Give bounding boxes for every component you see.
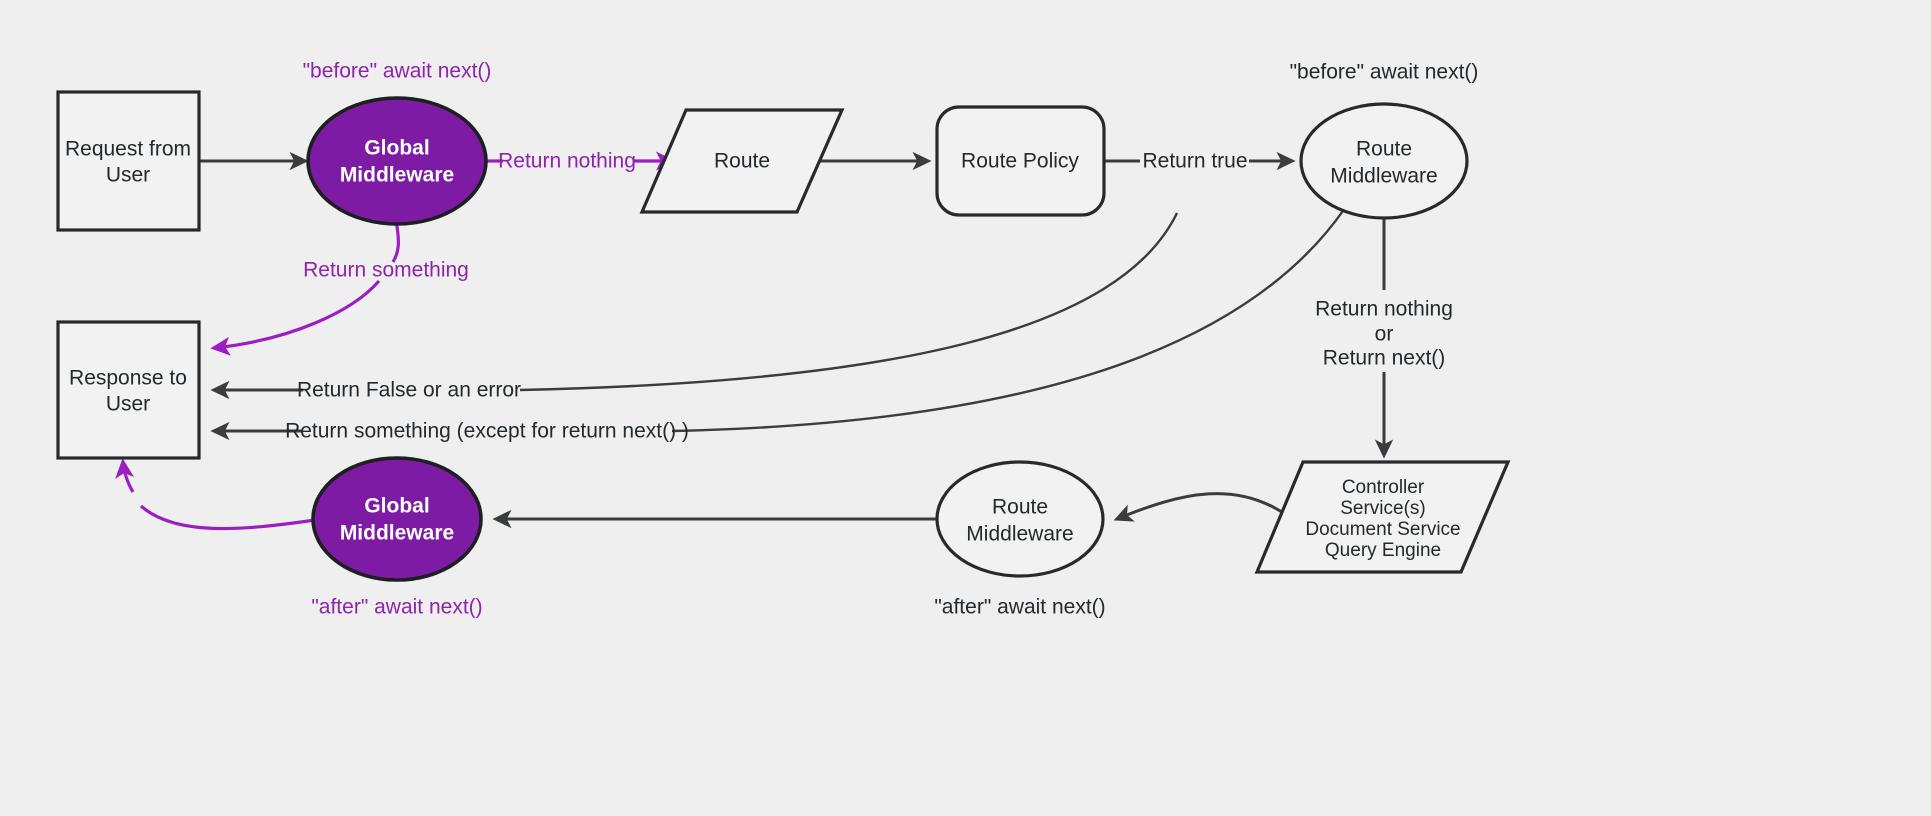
annotation-after-await-next-global: "after" await next() bbox=[311, 596, 482, 619]
node-route-middleware-bottom-line1: Route bbox=[992, 496, 1048, 519]
node-route-policy-label: Route Policy bbox=[961, 150, 1079, 173]
node-controller-services-line3: Document Service bbox=[1305, 519, 1460, 540]
node-global-middleware-bottom[interactable]: Global Middleware bbox=[311, 456, 483, 582]
node-route-middleware-top[interactable]: Route Middleware bbox=[1299, 102, 1469, 220]
node-global-middleware-top[interactable]: Global Middleware bbox=[306, 96, 488, 226]
node-request-from-user[interactable]: Request from User bbox=[56, 90, 201, 232]
node-route-label: Route bbox=[714, 150, 770, 173]
edge-label-return-nothing-line3: Return next() bbox=[1323, 347, 1446, 370]
annotation-after-await-next-route: "after" await next() bbox=[934, 596, 1105, 619]
node-controller-services-line2: Service(s) bbox=[1340, 498, 1426, 519]
edge-global-middleware-to-route: Return nothing bbox=[487, 150, 676, 173]
annotation-before-await-next-global: "before" await next() bbox=[303, 60, 492, 83]
node-route-policy[interactable]: Route Policy bbox=[935, 105, 1106, 217]
node-response-to-user-line2: User bbox=[106, 393, 150, 416]
node-response-to-user-line1: Response to bbox=[69, 367, 187, 390]
edge-route-middleware-to-response: Return something (except for return next… bbox=[210, 207, 1346, 443]
node-route[interactable]: Route bbox=[639, 108, 845, 214]
node-controller-services-line4: Query Engine bbox=[1325, 540, 1441, 561]
node-route-middleware-bottom-line2: Middleware bbox=[966, 523, 1073, 546]
edge-label-return-something-except-next: Return something (except for return next… bbox=[285, 420, 689, 443]
edge-label-return-nothing: Return nothing bbox=[498, 150, 636, 173]
node-global-middleware-bottom-line2: Middleware bbox=[340, 522, 454, 545]
edge-controller-to-route-middleware-bottom bbox=[1113, 492, 1293, 522]
node-global-middleware-bottom-line1: Global bbox=[364, 495, 429, 518]
node-response-to-user[interactable]: Response to User bbox=[56, 320, 201, 460]
edge-global-bottom-to-response bbox=[115, 458, 316, 531]
edge-label-return-nothing-line2: or bbox=[1375, 323, 1394, 346]
node-global-middleware-top-line2: Middleware bbox=[340, 164, 454, 187]
annotation-before-await-next-route: "before" await next() bbox=[1290, 61, 1479, 84]
node-global-middleware-top-line1: Global bbox=[364, 137, 429, 160]
node-route-middleware-top-line2: Middleware bbox=[1330, 165, 1437, 188]
node-request-from-user-line1: Request from bbox=[65, 138, 191, 161]
edge-route-policy-to-route-middleware: Return true bbox=[1104, 150, 1296, 173]
edge-label-return-false-or-error: Return False or an error bbox=[297, 379, 521, 402]
edge-label-return-nothing-line1: Return nothing bbox=[1315, 298, 1453, 321]
edge-route-policy-to-response: Return False or an error bbox=[210, 212, 1179, 402]
node-request-from-user-line2: User bbox=[106, 164, 150, 187]
node-route-middleware-top-line1: Route bbox=[1356, 138, 1412, 161]
edge-label-return-something-top: Return something bbox=[303, 259, 469, 282]
node-controller-services[interactable]: Controller Service(s) Document Service Q… bbox=[1254, 460, 1511, 574]
edge-label-return-true: Return true bbox=[1142, 150, 1247, 173]
edge-route-middleware-to-controller: Return nothing or Return next() bbox=[1315, 215, 1453, 459]
node-controller-services-line1: Controller bbox=[1342, 477, 1425, 498]
edge-global-middleware-to-response: Return something bbox=[210, 219, 469, 356]
node-route-middleware-bottom[interactable]: Route Middleware bbox=[935, 460, 1105, 578]
